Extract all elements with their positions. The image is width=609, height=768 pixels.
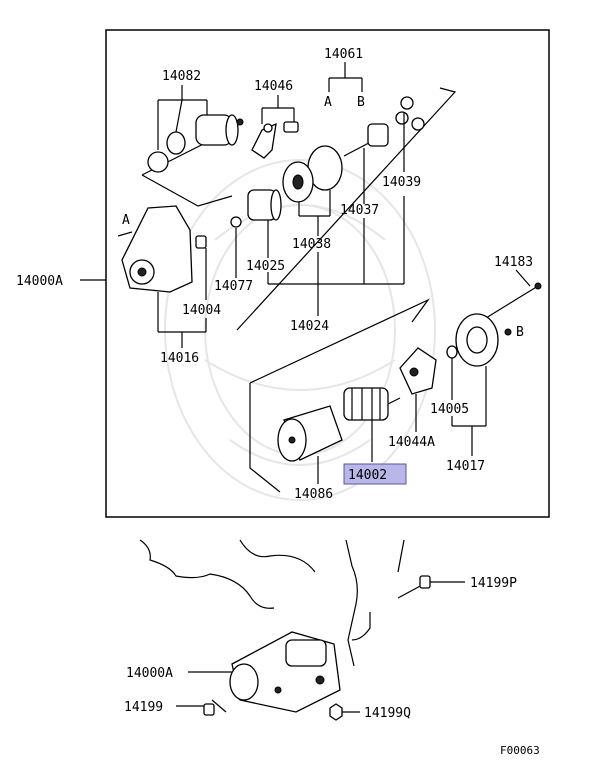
leader-lines [80, 62, 531, 713]
bolt-14199-drawing [203, 699, 227, 716]
clutch-part-drawing [230, 189, 282, 228]
label-14024[interactable]: 14024 [290, 319, 329, 334]
label-14199Q[interactable]: 14199Q [364, 706, 411, 721]
front-housing-part-drawing [117, 205, 207, 293]
label-A-shaft: A [324, 95, 332, 110]
nut-14199Q-drawing [329, 703, 343, 721]
label-14077[interactable]: 14077 [214, 279, 253, 294]
label-14183[interactable]: 14183 [494, 255, 533, 270]
through-bolt-part-drawing [485, 282, 542, 319]
exploded-view-frame [105, 29, 550, 518]
label-14086[interactable]: 14086 [294, 487, 333, 502]
rear-bracket-part-drawing [446, 313, 512, 367]
label-B-shaft: B [357, 95, 365, 110]
part-14002-highlight [343, 463, 407, 485]
label-14046[interactable]: 14046 [254, 79, 293, 94]
label-14004[interactable]: 14004 [182, 303, 221, 318]
lever-part-drawing [251, 121, 299, 159]
label-14199P[interactable]: 14199P [470, 576, 517, 591]
label-14000A-bottom[interactable]: 14000A [126, 666, 173, 681]
label-B-bracket: B [516, 325, 524, 340]
shaft-part-drawing [343, 96, 425, 157]
label-14025[interactable]: 14025 [246, 259, 285, 274]
label-14044A[interactable]: 14044A [388, 435, 435, 450]
installed-starter-drawing [229, 631, 341, 713]
label-14016[interactable]: 14016 [160, 351, 199, 366]
subassembly-outlines [141, 87, 457, 493]
engine-block-outline [139, 539, 405, 667]
label-14005[interactable]: 14005 [430, 402, 469, 417]
label-14000A-top[interactable]: 14000A [16, 274, 63, 289]
label-14002[interactable]: 14002 [348, 468, 387, 483]
label-14017[interactable]: 14017 [446, 459, 485, 474]
label-14082[interactable]: 14082 [162, 69, 201, 84]
solenoid-part-drawing [147, 114, 244, 173]
label-14199[interactable]: 14199 [124, 700, 163, 715]
bolt-14199P-drawing [397, 575, 431, 599]
armature-part-drawing [343, 387, 401, 421]
callout-labels: 14061 A B 14082 14046 A 14039 14037 1403… [16, 47, 540, 757]
label-14038[interactable]: 14038 [292, 237, 331, 252]
brush-holder-part-drawing [399, 347, 437, 395]
figure-code: F00063 [500, 744, 540, 757]
label-14061[interactable]: 14061 [324, 47, 363, 62]
label-14037[interactable]: 14037 [340, 203, 379, 218]
ring-gear-part-drawing [282, 145, 343, 203]
label-A-housing: A [122, 213, 130, 228]
label-14039[interactable]: 14039 [382, 175, 421, 190]
yoke-part-drawing [277, 405, 343, 462]
